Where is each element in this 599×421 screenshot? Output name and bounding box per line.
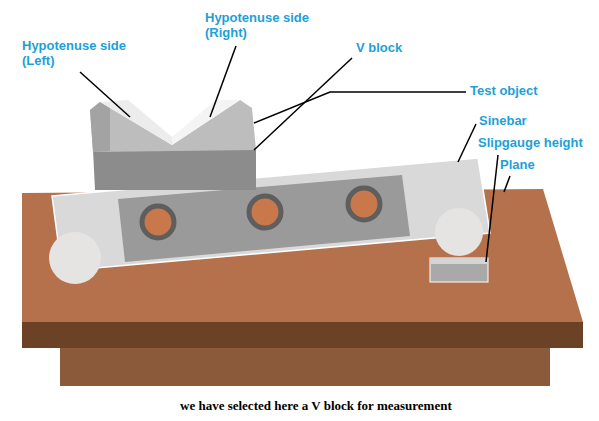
- leader-line: [254, 58, 352, 150]
- table-base: [60, 346, 550, 386]
- v-block-base: [93, 148, 256, 190]
- slip-gauge-top: [430, 258, 488, 264]
- caption: we have selected here a V block for meas…: [180, 398, 452, 413]
- leader-line: [458, 124, 476, 162]
- leader-line: [254, 92, 466, 123]
- leader-line: [210, 46, 236, 117]
- leader-line: [504, 176, 510, 192]
- v-block: [90, 100, 256, 152]
- part-label: Hypotenuse side (Right): [205, 10, 317, 40]
- part-label: Hypotenuse side (Left): [22, 38, 134, 68]
- table-front: [22, 322, 583, 348]
- part-label: Test object: [470, 83, 538, 98]
- slip-gauge: [430, 258, 488, 282]
- part-label: Slipgauge height: [478, 135, 583, 150]
- sine-bar-hole: [142, 206, 174, 238]
- sine-bar-hole: [249, 196, 281, 228]
- part-label: V block: [356, 40, 402, 55]
- sine-bar-hole: [348, 188, 380, 220]
- part-label: Plane: [500, 157, 535, 172]
- hypotenuse-left: [100, 100, 172, 145]
- leader-line: [486, 155, 498, 262]
- leader-line: [80, 72, 130, 117]
- roller: [435, 208, 483, 256]
- part-label: Sinebar: [479, 113, 527, 128]
- roller: [49, 232, 101, 284]
- v-block-end: [90, 102, 110, 152]
- hypotenuse-right: [172, 100, 240, 145]
